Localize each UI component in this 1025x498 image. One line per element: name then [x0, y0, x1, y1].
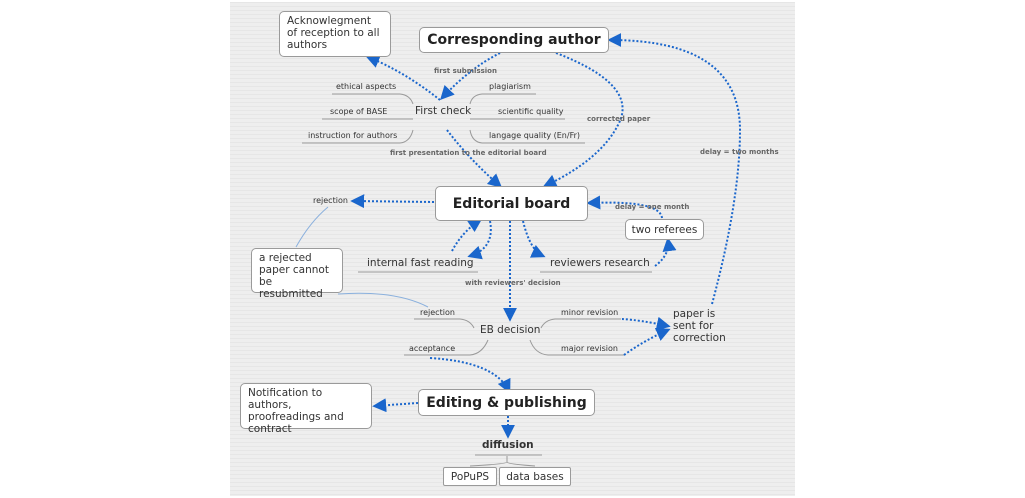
node-reviewers-research: reviewers research	[550, 257, 650, 269]
node-internal-fast-reading: internal fast reading	[367, 257, 474, 269]
node-plagiarism: plagiarism	[489, 82, 531, 91]
node-editing-publishing: Editing & publishing	[418, 389, 595, 416]
node-minor-revision: minor revision	[561, 308, 619, 317]
arrow-fast-reading-to-eb	[451, 218, 483, 252]
edge-delay-one-month: delay = one month	[615, 203, 690, 211]
flow-arrows	[350, 33, 742, 439]
link-rejection-to-note	[295, 206, 329, 248]
node-editorial-board: Editorial board	[435, 186, 588, 221]
arrow-author-to-firstcheck	[440, 52, 501, 101]
branch-instruction	[302, 129, 414, 144]
node-rejection-top: rejection	[313, 196, 348, 205]
branch-language	[469, 129, 585, 144]
branch-lines	[302, 93, 652, 467]
arrow-firstcheck-to-ack	[365, 54, 441, 101]
node-rejected-note: a rejected paper cannot be resubmitted	[251, 248, 343, 300]
arrow-eb-to-rejection	[350, 194, 435, 209]
node-instruction-for-authors: instruction for authors	[308, 131, 398, 140]
node-scientific-quality: scientific quality	[498, 107, 564, 116]
edge-corrected-paper: corrected paper	[587, 115, 651, 123]
branch-major	[529, 339, 624, 356]
arrow-eb-to-reviewers	[522, 220, 546, 258]
editing-publishing-label: Editing & publishing	[426, 394, 587, 411]
node-acceptance: acceptance	[409, 344, 456, 353]
edge-first-presentation: first presentation to the editorial boar…	[390, 149, 547, 157]
branch-minor	[540, 318, 621, 329]
node-popups: PoPuPS	[443, 467, 497, 486]
branch-plagiarism	[469, 93, 536, 105]
node-scope-of-base: scope of BASE	[330, 107, 388, 116]
acknowledgment-label: Acknowlegment of reception to all author…	[287, 15, 380, 51]
arrow-acceptance-to-editing	[429, 357, 511, 394]
node-rejection-eb: rejection	[420, 308, 455, 317]
edge-first-submission: first submission	[434, 67, 497, 75]
node-first-check: First check	[415, 105, 472, 117]
node-language-quality: langage quality (En/Fr)	[489, 131, 580, 140]
edge-with-reviewers-decision: with reviewers' decision	[465, 279, 561, 287]
rejected-note-label: a rejected paper cannot be resubmitted	[259, 252, 329, 300]
node-corresponding-author: Corresponding author	[419, 27, 609, 53]
branch-diffusion-popups	[469, 456, 508, 467]
node-acknowledgment: Acknowlegment of reception to all author…	[279, 11, 391, 57]
node-paper-sent: paper is sent for correction	[673, 308, 726, 344]
node-major-revision: major revision	[561, 344, 618, 353]
node-notification: Notification to authors, proofreadings a…	[240, 383, 372, 435]
notification-label: Notification to authors, proofreadings a…	[248, 387, 344, 435]
branch-acceptance	[404, 339, 489, 356]
arrow-minor-to-correction	[621, 316, 671, 331]
node-data-bases: data bases	[499, 467, 571, 486]
branch-ethical	[332, 93, 414, 105]
corresponding-author-label: Corresponding author	[427, 32, 601, 48]
data-bases-label: data bases	[506, 470, 564, 483]
node-diffusion: diffusion	[482, 439, 534, 451]
editorial-board-label: Editorial board	[452, 195, 571, 212]
arrow-editing-to-notification	[372, 398, 419, 413]
arrow-eb-to-fast-reading	[467, 220, 492, 260]
branch-rejection-eb	[414, 318, 475, 329]
branch-diffusion-databases	[506, 461, 536, 467]
arrow-firstcheck-to-eb	[446, 129, 503, 188]
node-eb-decision: EB decision	[480, 324, 541, 336]
thin-links	[295, 206, 429, 308]
link-eb-rejection-to-note	[337, 292, 429, 308]
popups-label: PoPuPS	[450, 470, 490, 483]
arrow-major-to-correction	[623, 328, 671, 356]
node-ethical-aspects: ethical aspects	[336, 82, 397, 91]
edge-delay-two-months: delay = two months	[700, 148, 779, 156]
arrow-reviewers-to-referees	[654, 237, 677, 267]
two-referees-label: two referees	[631, 223, 698, 236]
arrow-referees-to-eb	[586, 195, 663, 219]
node-two-referees: two referees	[625, 219, 704, 240]
arrow-correction-to-author	[607, 33, 742, 305]
arrow-author-to-eb	[542, 52, 624, 188]
